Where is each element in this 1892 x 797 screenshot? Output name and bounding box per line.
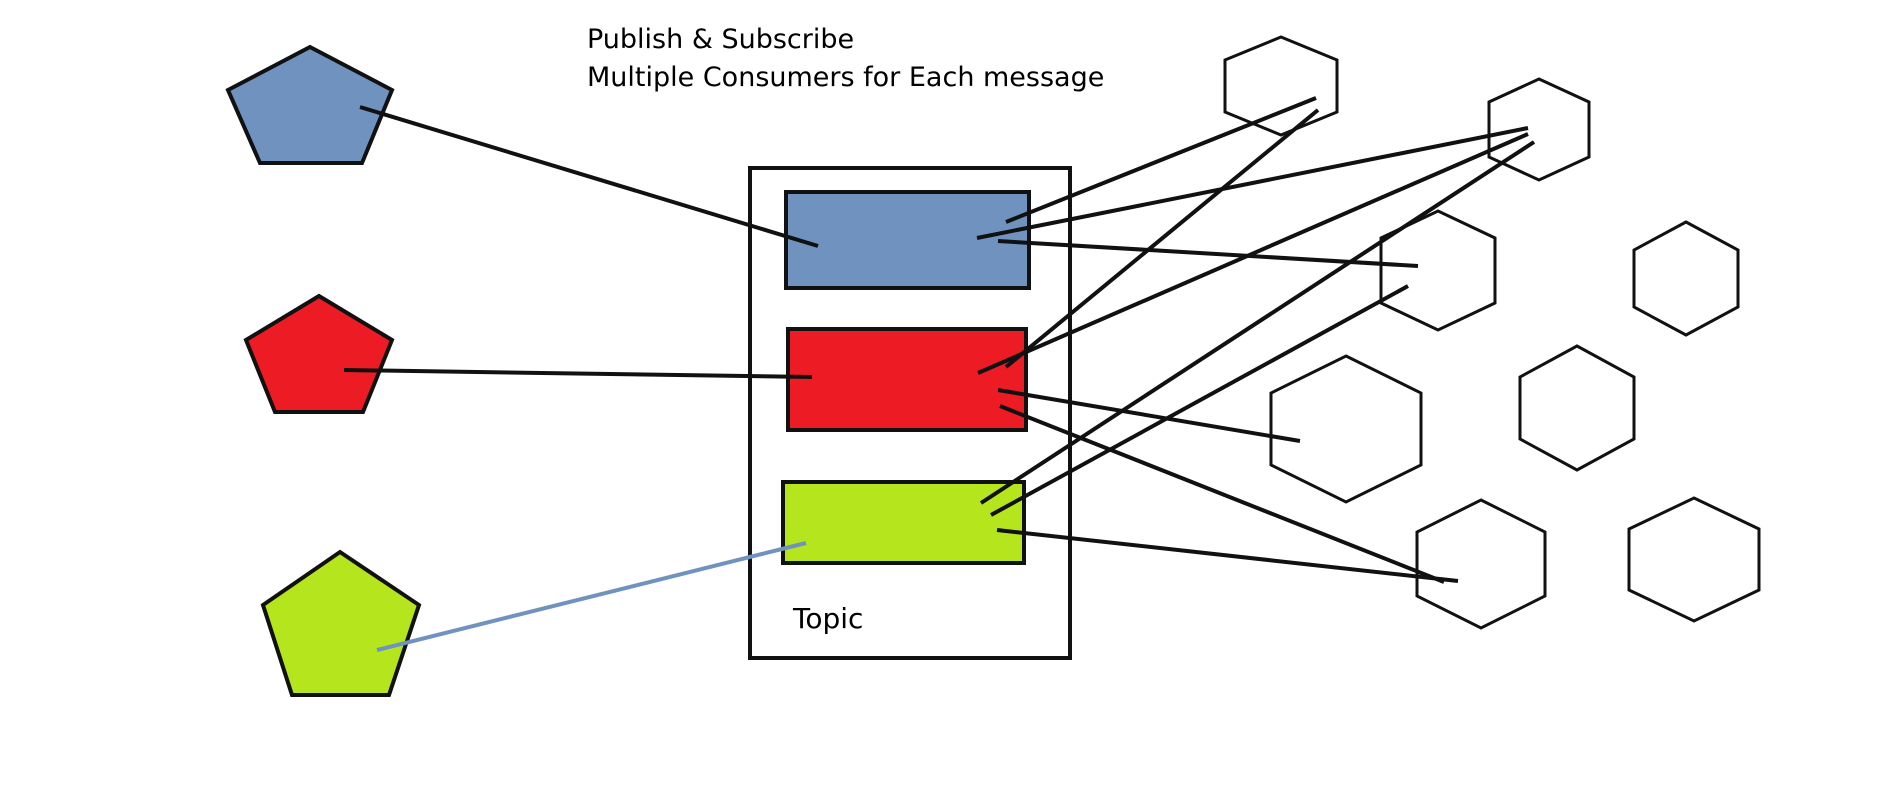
producer-blue-pentagon xyxy=(225,44,395,165)
connector-blue-to-consumer-1 xyxy=(1005,96,1317,224)
diagram-title: Publish & Subscribe xyxy=(587,24,855,55)
connector-red-to-consumer-5 xyxy=(997,388,1301,443)
consumer-hexagon-1 xyxy=(1223,35,1339,137)
consumer-hexagon-6 xyxy=(1518,344,1636,472)
connector-producer-green xyxy=(376,541,807,652)
consumer-hexagon-2 xyxy=(1487,77,1591,182)
topic-container xyxy=(748,166,1072,660)
connector-red-to-consumer-7 xyxy=(999,404,1445,584)
connector-red-to-consumer-2 xyxy=(977,132,1529,375)
message-box-green xyxy=(781,480,1026,565)
topic-label: Topic xyxy=(793,602,864,635)
consumer-hexagon-5 xyxy=(1269,354,1423,504)
connector-green-to-consumer-3 xyxy=(990,284,1409,517)
consumer-hexagon-4 xyxy=(1632,220,1740,337)
connector-green-to-consumer-2 xyxy=(979,140,1536,505)
producer-red-pentagon xyxy=(243,293,395,414)
connector-producer-red xyxy=(343,368,813,379)
message-box-blue xyxy=(784,190,1031,290)
consumer-hexagon-3 xyxy=(1379,209,1497,332)
diagram-subtitle: Multiple Consumers for Each message xyxy=(587,62,1105,93)
message-box-red xyxy=(786,327,1028,432)
connector-blue-to-consumer-2 xyxy=(976,126,1529,240)
connector-red-to-consumer-1 xyxy=(1004,108,1320,369)
connector-green-to-consumer-7 xyxy=(996,528,1459,583)
consumer-hexagon-8 xyxy=(1627,496,1761,623)
consumer-hexagon-7 xyxy=(1415,498,1547,630)
producer-green-pentagon xyxy=(260,549,422,697)
connector-blue-to-consumer-3 xyxy=(997,239,1419,268)
connector-producer-blue xyxy=(359,105,819,248)
